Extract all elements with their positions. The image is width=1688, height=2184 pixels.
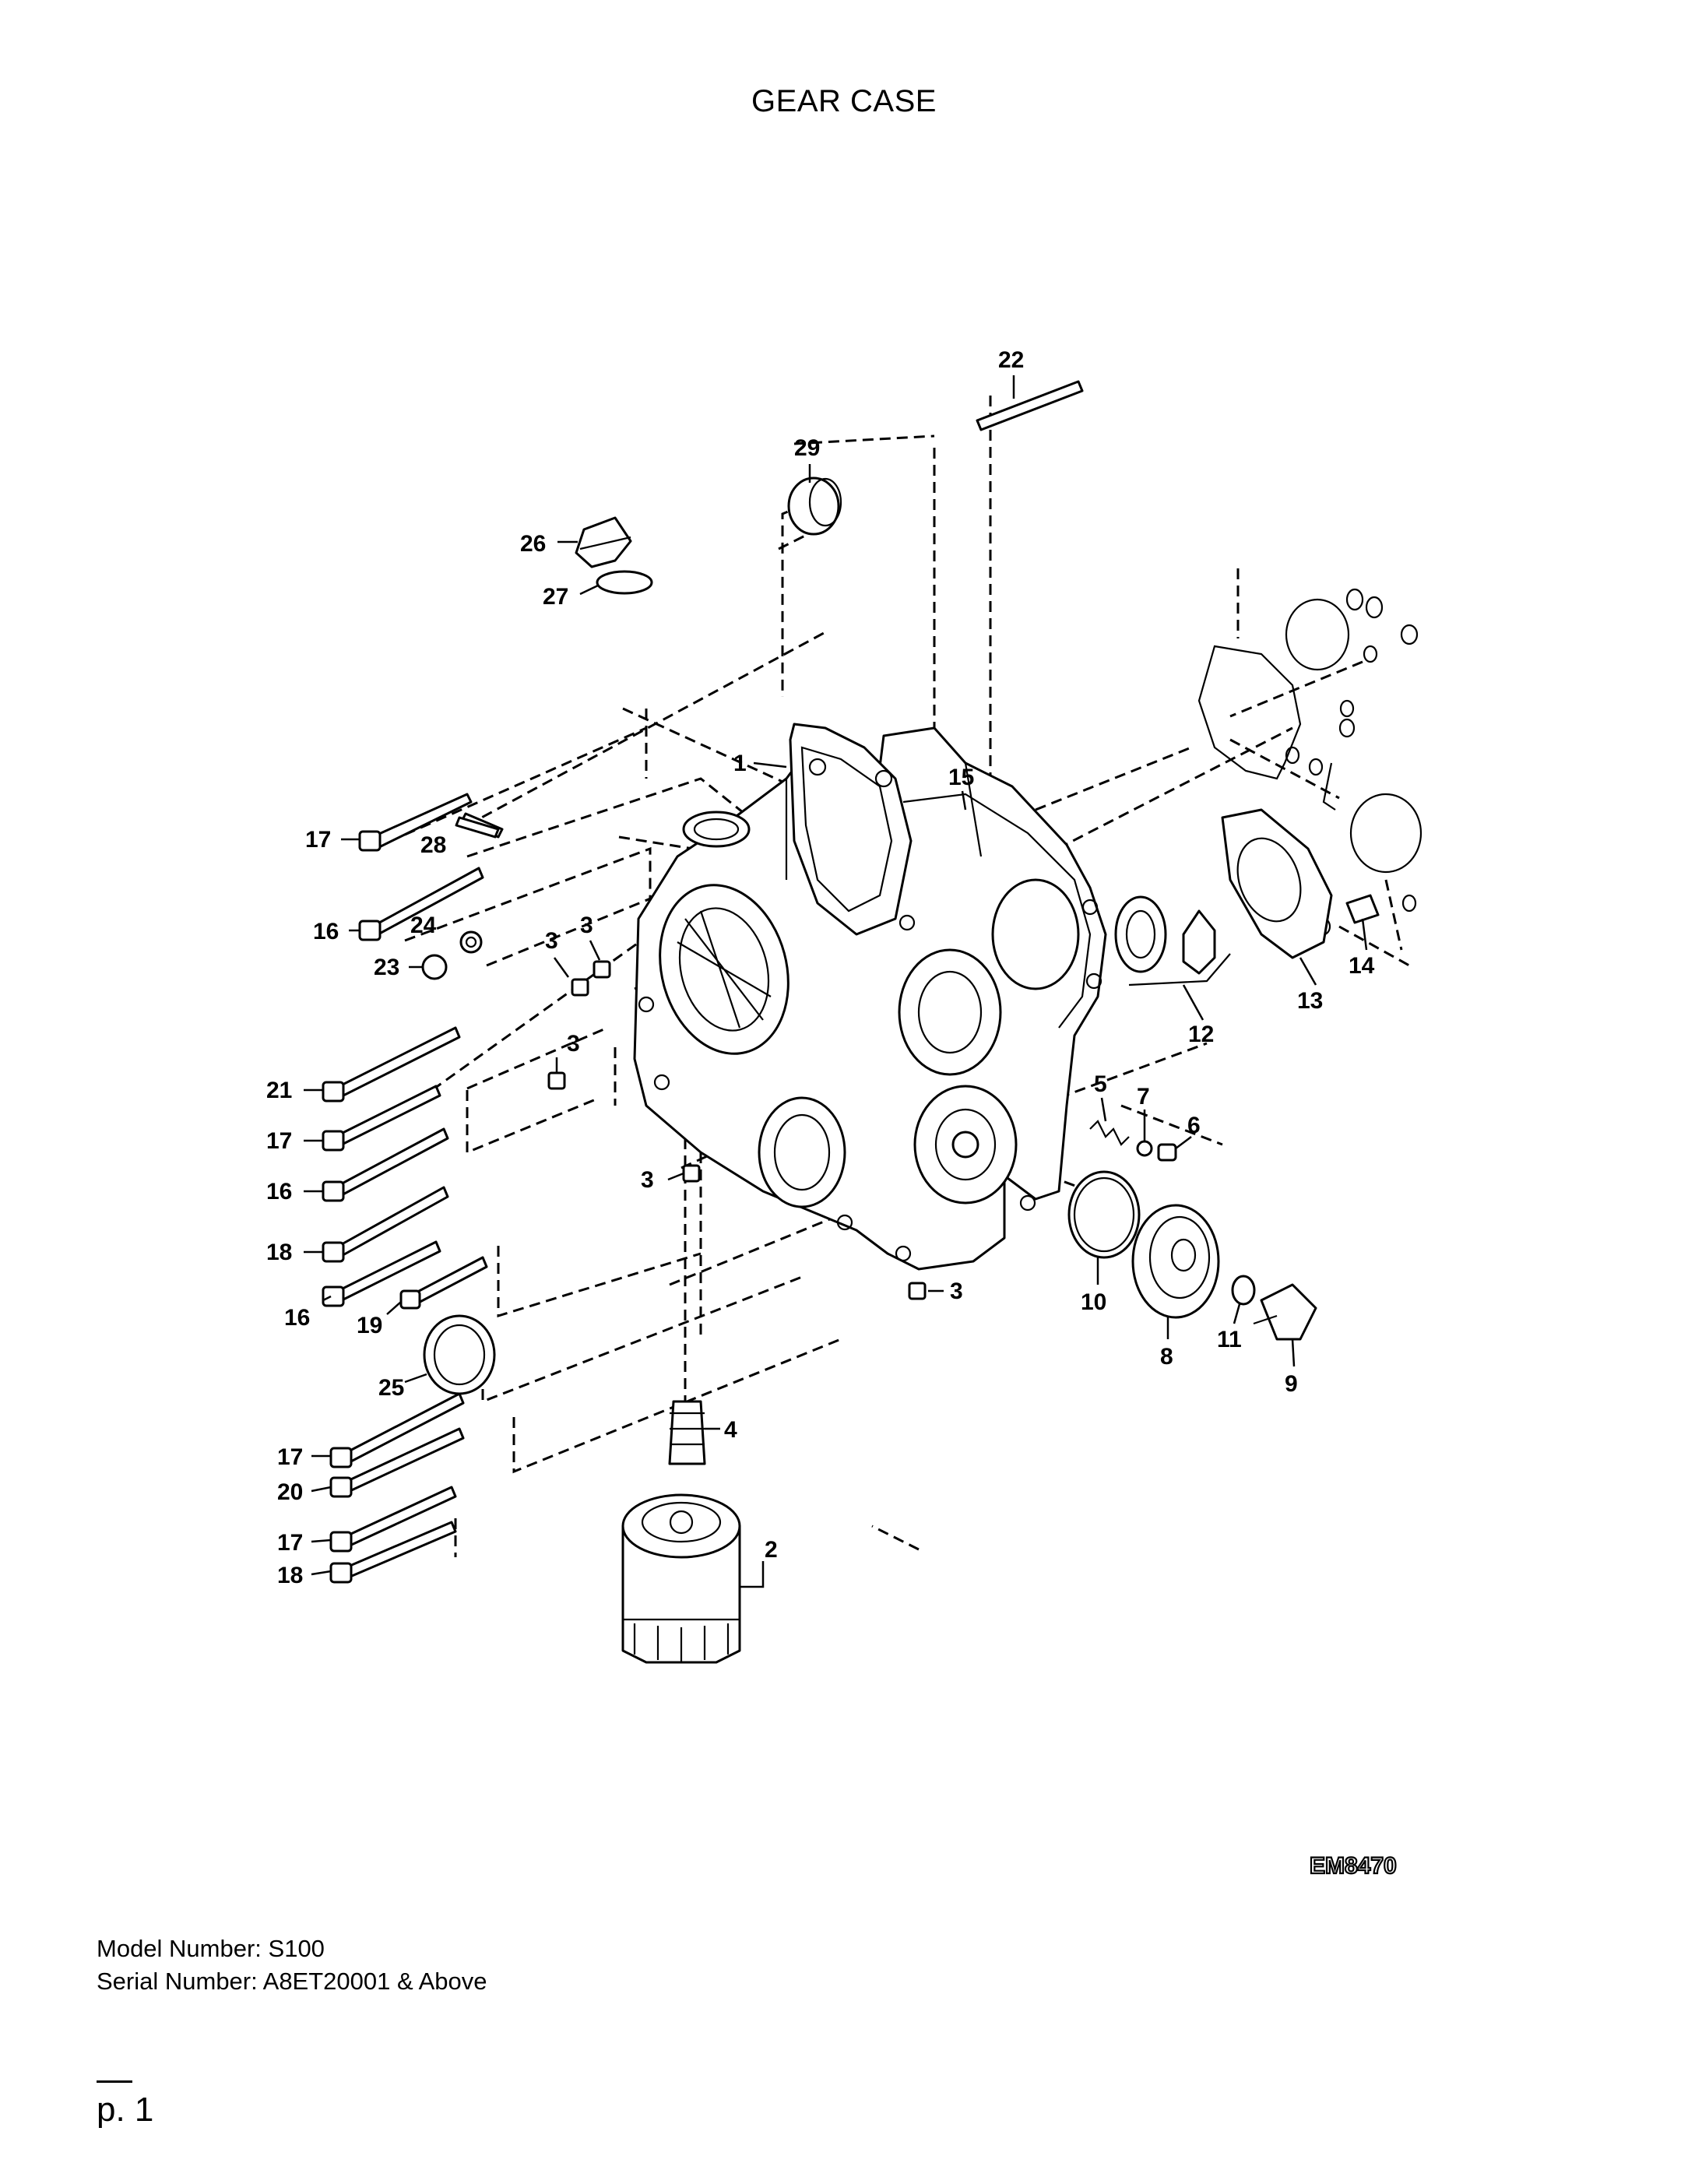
top-parts — [455, 477, 842, 839]
callout-17-bot-b: 17 — [277, 1530, 303, 1556]
callout-8: 8 — [1160, 1344, 1173, 1370]
callout-13: 13 — [1297, 988, 1323, 1014]
callout-21: 21 — [266, 1078, 292, 1103]
callout-16-low: 16 — [284, 1305, 310, 1331]
callout-28: 28 — [420, 832, 446, 858]
callout-9: 9 — [1285, 1371, 1298, 1397]
callout-17-mid: 17 — [266, 1128, 292, 1154]
callout-3-e: 3 — [950, 1278, 963, 1304]
callout-16-mid: 16 — [266, 1179, 292, 1205]
callout-10: 10 — [1081, 1289, 1106, 1315]
callout-19: 19 — [357, 1313, 382, 1338]
callout-3-c: 3 — [567, 1031, 580, 1057]
callout-3-b: 3 — [545, 928, 558, 954]
callout-labels: 22 29 26 27 1 15 17 28 16 24 23 3 3 3 3 … — [266, 347, 1375, 1588]
page-number: p. 1 — [97, 2091, 154, 2129]
callout-29: 29 — [794, 435, 820, 461]
footer-info: Model Number: S100 Serial Number: A8ET20… — [97, 1933, 487, 1998]
callout-20: 20 — [277, 1479, 303, 1505]
serial-number: Serial Number: A8ET20001 & Above — [97, 1968, 487, 1995]
callout-15: 15 — [948, 765, 974, 790]
callout-26: 26 — [520, 531, 546, 557]
callout-18-bot: 18 — [277, 1563, 303, 1588]
callout-27: 27 — [543, 584, 568, 610]
leader-lines — [304, 375, 1368, 1588]
callout-2: 2 — [765, 1537, 778, 1563]
callout-22: 22 — [998, 347, 1024, 373]
page-title: GEAR CASE — [751, 84, 937, 118]
diagram-code: EM8470 — [1310, 1853, 1397, 1879]
bottom-parts — [423, 1314, 741, 1664]
callout-23: 23 — [374, 955, 399, 980]
callout-16-top: 16 — [313, 919, 339, 944]
callout-18-mid: 18 — [266, 1240, 292, 1265]
callout-14: 14 — [1349, 953, 1375, 979]
callout-3-a: 3 — [580, 913, 593, 938]
callout-12: 12 — [1188, 1022, 1214, 1047]
callout-11: 11 — [1217, 1327, 1242, 1352]
callout-4: 4 — [724, 1417, 737, 1443]
callout-24: 24 — [410, 913, 437, 938]
callout-17-bot-a: 17 — [277, 1444, 303, 1470]
gear-case-housing — [633, 723, 1107, 1271]
callout-3-d: 3 — [641, 1167, 654, 1193]
callout-7: 7 — [1137, 1084, 1150, 1110]
right-parts — [1067, 588, 1422, 1341]
bolt-parts — [322, 380, 1084, 1584]
callout-25: 25 — [378, 1375, 404, 1401]
model-number: Model Number: S100 — [97, 1935, 325, 1962]
callout-5: 5 — [1094, 1071, 1107, 1097]
callout-17-top: 17 — [305, 827, 331, 853]
page-divider — [97, 2080, 132, 2083]
callout-1: 1 — [733, 751, 747, 776]
callout-6: 6 — [1187, 1113, 1201, 1138]
